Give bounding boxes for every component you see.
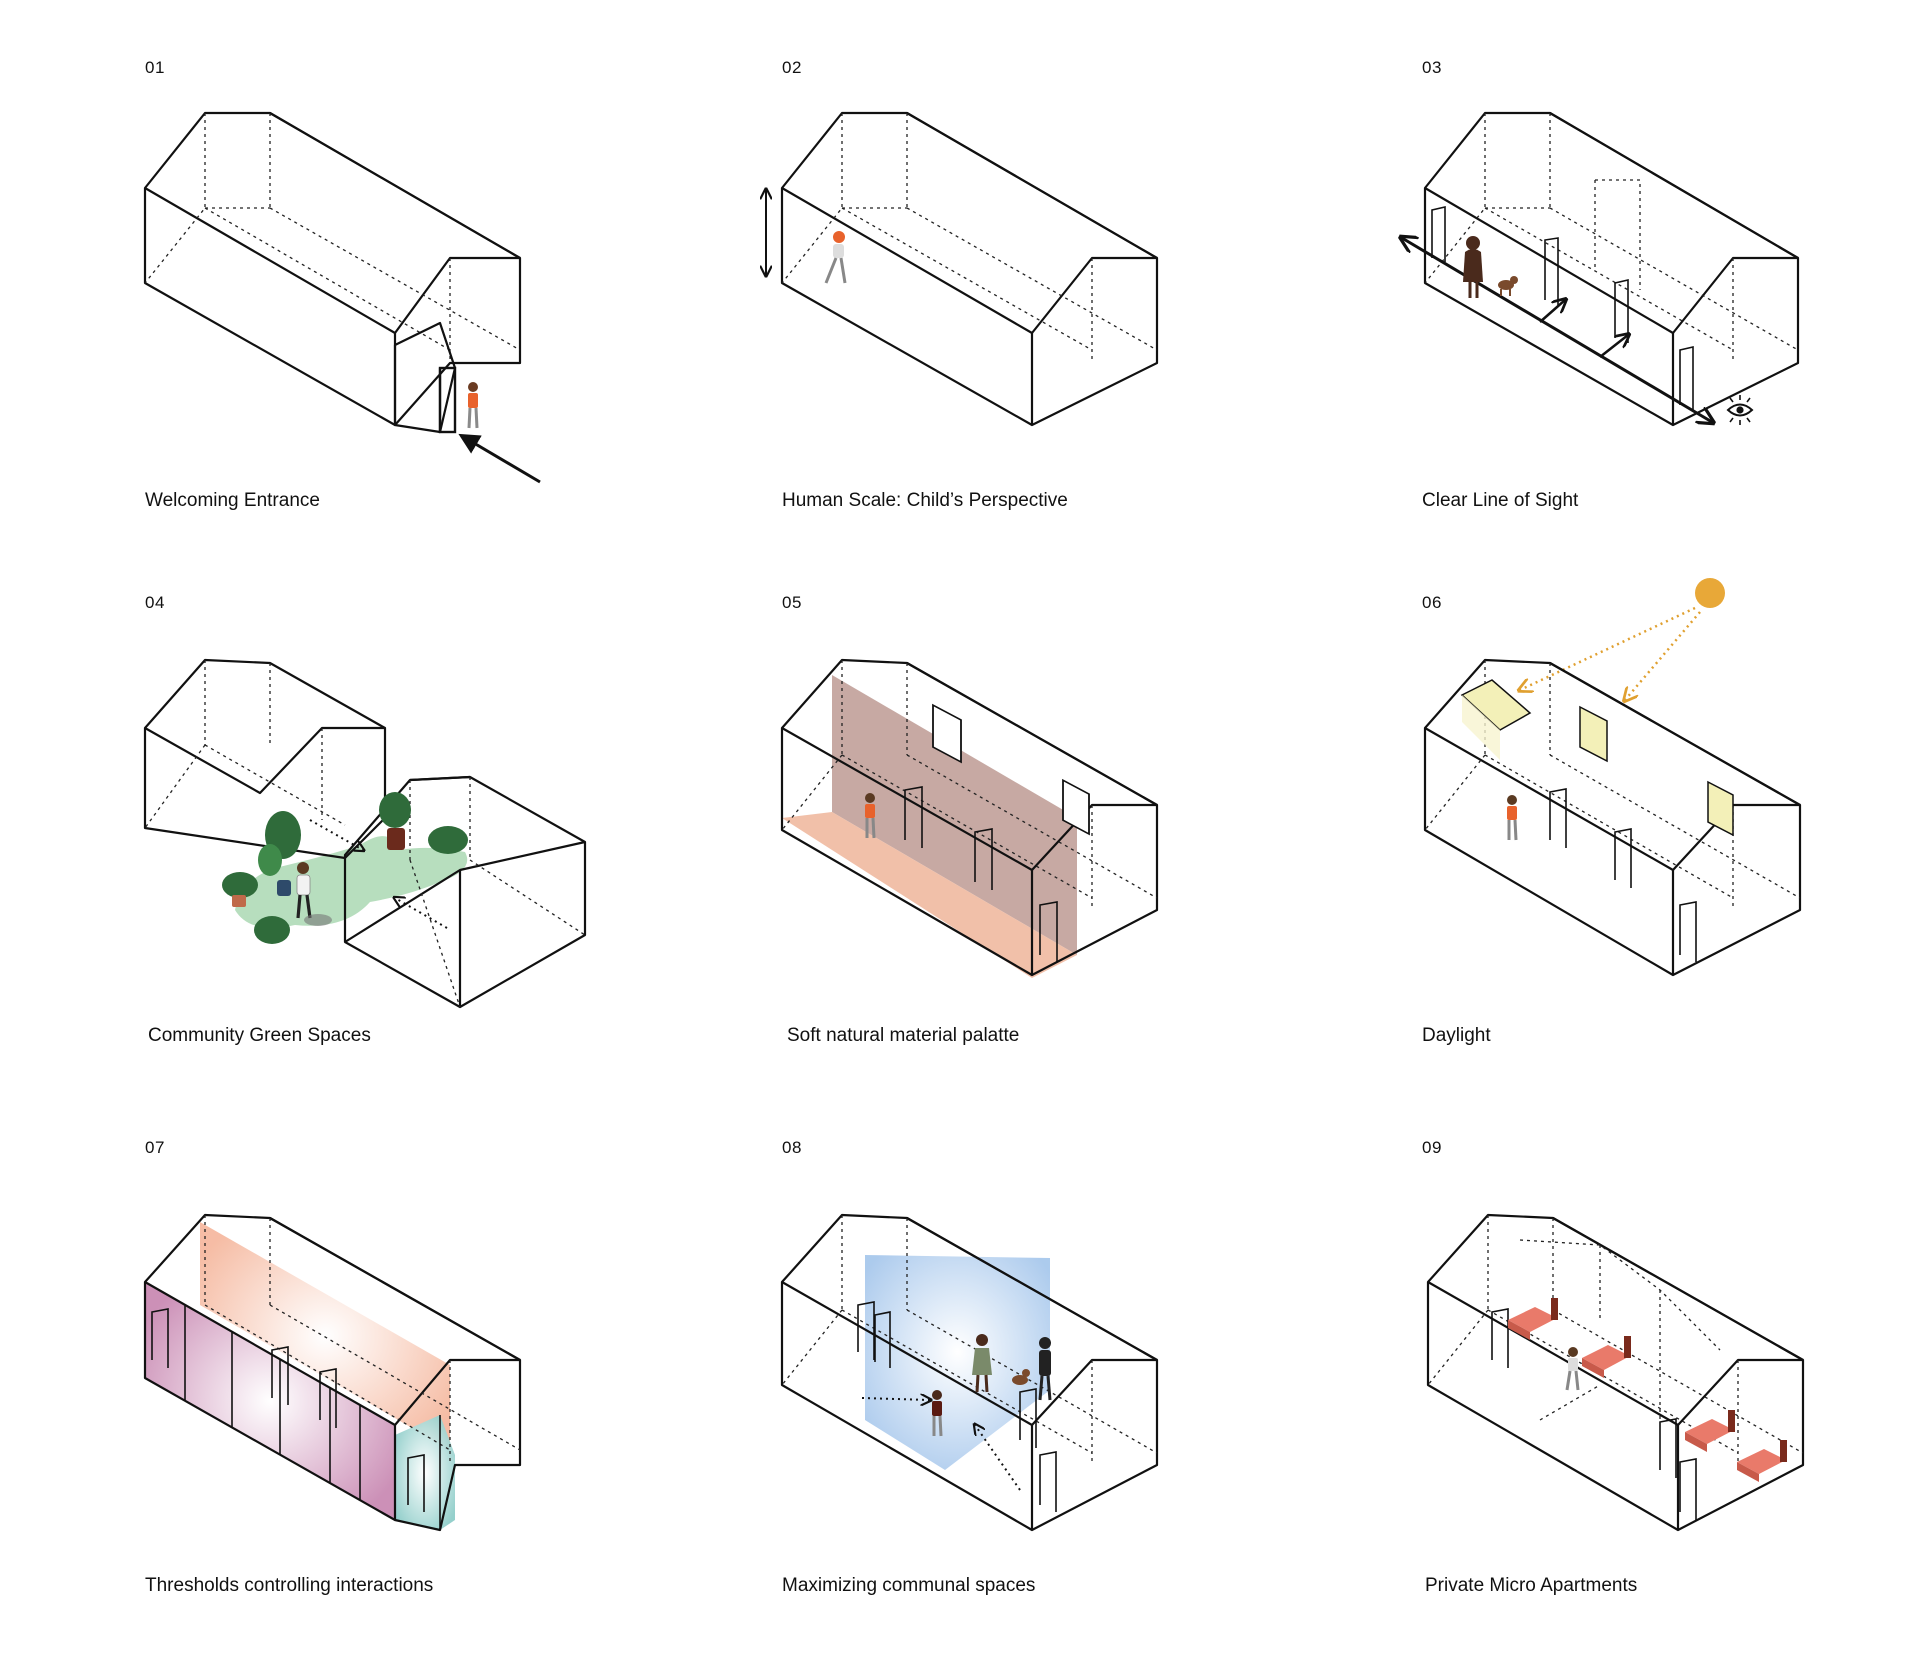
panel-caption: Daylight (1422, 1025, 1491, 1046)
panel-number: 04 (145, 593, 165, 612)
panel-number: 08 (782, 1138, 802, 1157)
arrow-icon (458, 433, 541, 484)
person-icon (1038, 1337, 1052, 1401)
bed-icon (1737, 1440, 1787, 1482)
welcoming-entrance-diagram (143, 111, 541, 484)
panel-01: 01 (143, 58, 705, 578)
panel-06: 06 (1422, 578, 1920, 1113)
person-icon (467, 382, 479, 429)
dog-icon (1498, 276, 1518, 296)
bed-icon (1508, 1298, 1558, 1340)
panel-09: 09 (1422, 1138, 1920, 1658)
panel-caption: Soft natural material palatte (787, 1025, 1020, 1046)
panel-number: 05 (782, 593, 802, 612)
micro-apartments-diagram (1426, 1213, 1805, 1532)
panel-number: 07 (145, 1138, 165, 1157)
plant-icon (258, 811, 301, 896)
plant-icon (254, 916, 290, 944)
person-icon (824, 231, 847, 284)
panel-04: 04 (143, 593, 705, 1113)
eye-icon (1726, 395, 1754, 425)
communal-spaces-diagram (780, 1213, 1159, 1532)
panel-caption: Maximizing communal spaces (782, 1575, 1036, 1596)
person-icon (1507, 795, 1518, 841)
plant-icon (222, 872, 258, 907)
panel-caption: Human Scale: Child’s Perspective (782, 490, 1068, 511)
panel-number: 03 (1422, 58, 1442, 77)
sun-icon (1695, 578, 1725, 608)
line-of-sight-diagram (1422, 111, 1800, 427)
plant-icon (428, 826, 468, 854)
child-perspective-diagram (782, 111, 1159, 427)
person-icon (972, 1334, 992, 1393)
panel-number: 01 (145, 58, 165, 77)
panel-caption: Clear Line of Sight (1422, 490, 1579, 511)
bed-icon (1685, 1410, 1735, 1452)
person-icon (932, 1390, 943, 1437)
panel-05: 05 (780, 593, 1342, 1113)
arrow-icon (1402, 238, 1712, 422)
panel-number: 06 (1422, 593, 1442, 612)
panel-caption: Private Micro Apartments (1425, 1575, 1638, 1596)
plant-icon (379, 792, 411, 850)
panel-caption: Community Green Spaces (148, 1025, 371, 1046)
panel-03: 03 (1422, 58, 1920, 578)
thresholds-diagram (143, 1213, 522, 1532)
person-icon (1463, 236, 1483, 298)
panel-02: 02 Human Scale: Child’s Perspective (782, 58, 1342, 578)
person-icon (1565, 1347, 1580, 1391)
panel-08: 08 (780, 1138, 1342, 1658)
panel-caption: Welcoming Entrance (145, 490, 320, 511)
panel-number: 02 (782, 58, 802, 77)
daylight-diagram (1423, 578, 1802, 977)
dog-icon (1012, 1369, 1030, 1385)
material-palette-diagram (780, 658, 1159, 978)
person-icon (296, 862, 312, 919)
bed-icon (1582, 1336, 1631, 1378)
panel-caption: Thresholds controlling interactions (145, 1575, 434, 1596)
green-spaces-diagram (143, 658, 587, 1009)
panel-number: 09 (1422, 1138, 1442, 1157)
person-icon (865, 793, 876, 839)
panel-07: 07 (143, 1138, 705, 1658)
